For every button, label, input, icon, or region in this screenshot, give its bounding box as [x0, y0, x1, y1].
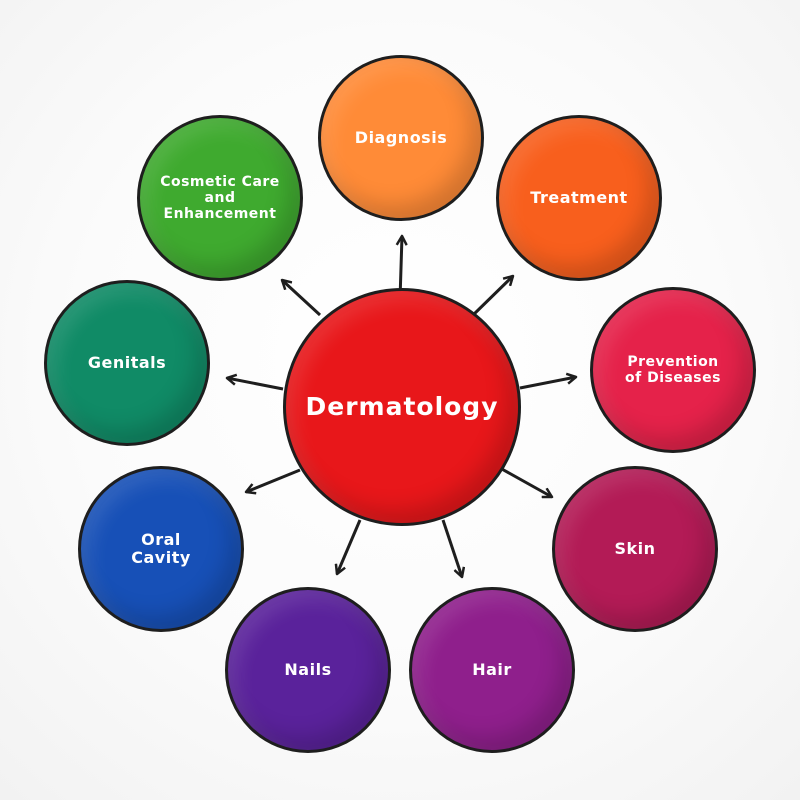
arrow-to-cosmetic — [282, 280, 322, 317]
node-cosmetic-care: Cosmetic Care and Enhancement — [137, 115, 303, 281]
node-diagnosis-label: Diagnosis — [354, 127, 448, 147]
node-oral-cavity-label: Oral Cavity — [131, 529, 191, 567]
arrow-to-oral-cavity — [246, 468, 301, 492]
node-treatment: Treatment — [496, 115, 662, 281]
node-nails: Nails — [225, 587, 391, 753]
arrow-to-genitals — [227, 378, 284, 391]
node-skin-label: Skin — [614, 538, 656, 558]
node-oral-cavity: Oral Cavity — [78, 466, 244, 632]
node-prevention-label: Prevention of Diseases — [625, 353, 721, 386]
node-cosmetic-label: Cosmetic Care and Enhancement — [160, 173, 280, 223]
center-node-label: Dermatology — [305, 391, 499, 421]
node-skin: Skin — [552, 466, 718, 632]
node-treatment-label: Treatment — [530, 187, 628, 207]
center-node-dermatology: Dermatology — [283, 288, 521, 526]
node-hair: Hair — [409, 587, 575, 753]
arrow-to-hair — [441, 519, 462, 577]
node-genitals: Genitals — [44, 280, 210, 446]
node-prevention-of-diseases: Prevention of Diseases — [590, 287, 756, 453]
node-nails-label: Nails — [284, 659, 332, 679]
node-hair-label: Hair — [472, 659, 512, 679]
arrow-to-skin — [499, 466, 552, 499]
arrow-to-treatment — [468, 276, 513, 320]
node-diagnosis: Diagnosis — [318, 55, 484, 221]
node-genitals-label: Genitals — [87, 352, 167, 372]
arrow-to-prevention — [519, 377, 576, 390]
arrow-to-nails — [337, 519, 362, 574]
